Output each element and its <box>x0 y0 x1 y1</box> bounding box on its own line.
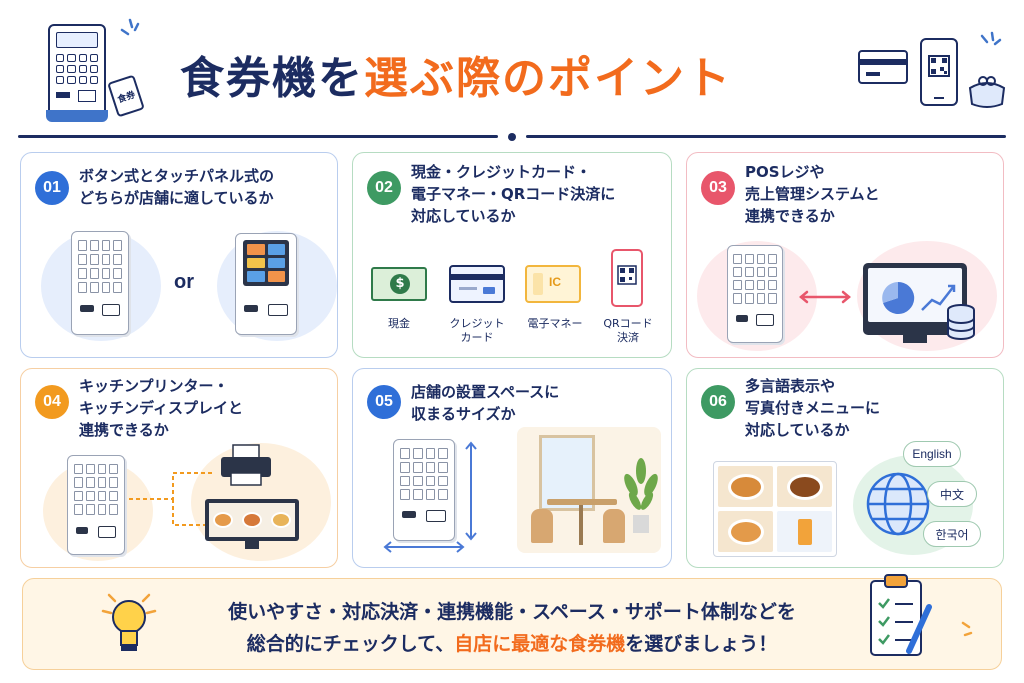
card-number-badge: 02 <box>367 171 401 205</box>
header-rule-dot <box>508 133 516 141</box>
payment-label-qr: QRコード 決済 <box>603 317 653 344</box>
card-number-badge: 03 <box>701 171 735 205</box>
coin-purse-icon <box>966 70 1008 110</box>
cash-icon: $ <box>371 267 427 301</box>
card-number-badge: 05 <box>367 385 401 419</box>
photo-menu-grid <box>713 461 837 557</box>
header-rule-left <box>18 135 498 138</box>
globe-icon <box>863 469 933 539</box>
touch-panel-ticket-machine <box>235 233 297 335</box>
menu-photo-drink <box>777 511 832 552</box>
card-03-pos-integration: 03 POSレジや 売上管理システムと 連携できるか <box>686 152 1004 358</box>
button-ticket-machine <box>71 231 129 335</box>
height-arrow-icon <box>463 439 479 543</box>
width-arrow-icon <box>381 539 467 555</box>
menu-photo-curry-rice <box>718 466 773 507</box>
qr-phone-icon <box>920 38 958 106</box>
title-part-2: 選ぶ際の <box>364 53 548 104</box>
ticket-machine <box>727 245 783 343</box>
language-bubble-english: English <box>903 441 961 467</box>
summary-highlight: 自店に最適な食券機 <box>454 633 626 655</box>
ticket-machine <box>393 439 455 541</box>
database-icon <box>945 303 977 343</box>
card-number-badge: 01 <box>35 171 69 205</box>
card-number-badge: 06 <box>701 385 735 419</box>
summary-banner: 使いやすさ・対応決済・連携機能・スペース・サポート体制などを 総合的にチェックし… <box>22 574 1002 670</box>
credit-card-icon <box>858 50 908 84</box>
qr-phone-icon <box>611 249 643 307</box>
kitchen-display-icon <box>205 499 299 553</box>
language-bubble-korean: 한국어 <box>923 521 981 547</box>
language-bubble-chinese: 中文 <box>927 481 977 507</box>
card-02-payments: 02 現金・クレジットカード・ 電子マネー・QRコード決済に 対応しているか $… <box>352 152 672 358</box>
title-part-1: 食券機を <box>180 53 364 104</box>
ticket-machine <box>67 455 125 555</box>
title-part-3: ポイント <box>548 53 732 104</box>
clipboard-checklist-icon <box>865 571 935 663</box>
page-title: 食券機を選ぶ際のポイント <box>180 42 860 104</box>
card-06-multilingual: 06 多言語表示や 写真付きメニューに 対応しているか English 中文 한… <box>686 368 1004 568</box>
card-number-badge: 04 <box>35 385 69 419</box>
card-heading: 店舗の設置スペースに 収まるサイズか <box>411 383 560 423</box>
sparkle-icon <box>959 617 985 641</box>
card-04-kitchen-integration: 04 キッチンプリンター・ キッチンディスプレイと 連携できるか <box>20 368 338 568</box>
kitchen-printer-icon <box>219 443 273 487</box>
lightbulb-icon <box>99 589 159 661</box>
card-heading: キッチンプリンター・ キッチンディスプレイと 連携できるか <box>79 377 243 439</box>
header: 食券 食券機を選ぶ際のポイント <box>0 0 1024 145</box>
payment-label-cash: 現金 <box>388 317 410 330</box>
ic-card-icon: IC <box>525 265 581 303</box>
restaurant-space-illustration <box>517 427 661 553</box>
payment-label-e-money: 電子マネー <box>527 317 583 330</box>
sync-arrow-icon <box>797 289 853 305</box>
ticket-machine-illustration <box>46 24 108 122</box>
header-rule-right <box>526 135 1006 138</box>
credit-card-icon <box>449 265 505 303</box>
menu-photo-bowl <box>718 511 773 552</box>
sparkle-icon <box>978 30 1004 54</box>
summary-line-2: 総合的にチェックして、自店に最適な食券機を選びましょう！ <box>246 633 778 655</box>
connection-lines <box>127 465 217 535</box>
payment-label-credit-card: クレジット カード <box>449 317 505 344</box>
card-heading: POSレジや 売上管理システムと 連携できるか <box>745 163 880 225</box>
menu-photo-curry <box>777 466 832 507</box>
or-label: or <box>174 271 194 293</box>
ticket-icon: 食券 <box>107 74 145 118</box>
card-heading: ボタン式とタッチパネル式の どちらが店舗に適しているか <box>79 167 275 207</box>
card-heading: 現金・クレジットカード・ 電子マネー・QRコード決済に 対応しているか <box>411 163 616 225</box>
sparkle-icon <box>118 16 148 42</box>
card-heading: 多言語表示や 写真付きメニューに 対応しているか <box>745 377 881 439</box>
summary-line-1: 使いやすさ・対応決済・連携機能・スペース・サポート体制などを <box>228 601 796 623</box>
card-05-installation-space: 05 店舗の設置スペースに 収まるサイズか <box>352 368 672 568</box>
card-01-button-vs-touch: 01 ボタン式とタッチパネル式の どちらが店舗に適しているか or <box>20 152 338 358</box>
